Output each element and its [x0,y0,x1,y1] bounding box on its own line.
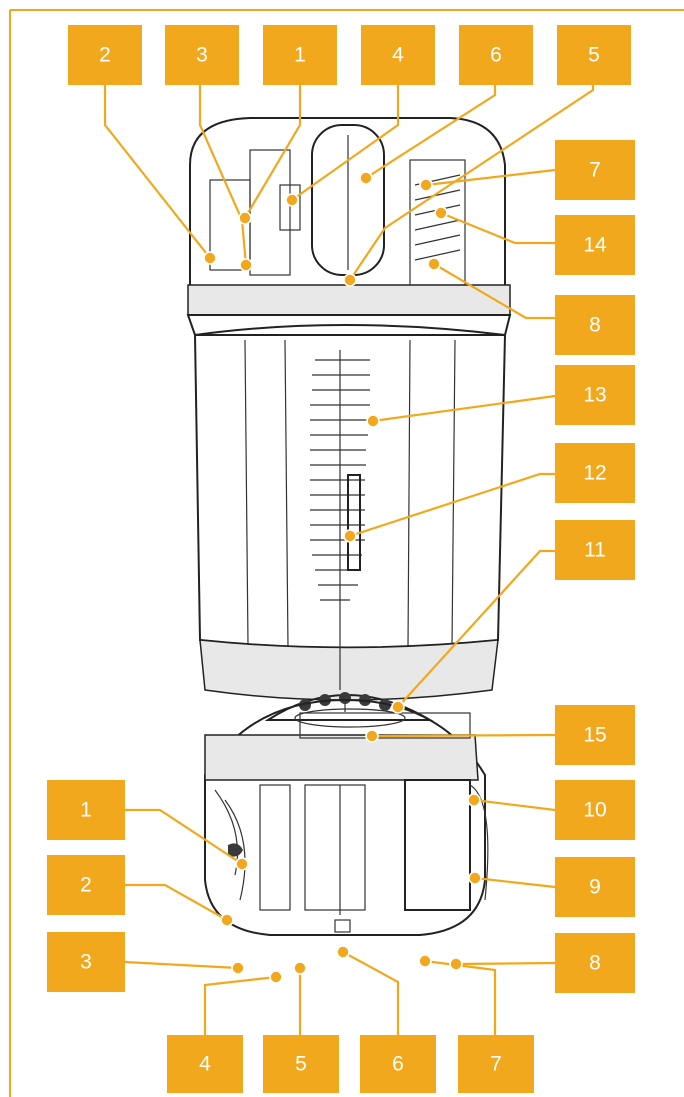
callout-number: 3 [80,951,92,974]
callout-top-2: 2 [68,25,142,85]
callout-top-6: 6 [459,25,533,85]
callout-number: 14 [583,234,607,257]
callout-number: 7 [589,159,601,182]
callout-number: 9 [589,876,601,899]
unit-top-view [204,698,489,936]
callout-bottom-4: 4 [167,1035,243,1093]
callout-bottom-3: 3 [47,932,125,992]
callout-number: 15 [583,724,606,747]
callout-top-11: 11 [555,520,635,580]
callout-number: 8 [589,314,601,337]
callout-number: 13 [583,384,606,407]
callout-bottom-7: 7 [458,1035,534,1093]
unit-front-view [186,117,512,721]
callout-top-1: 1 [263,25,337,85]
callout-bottom-5: 5 [263,1035,339,1093]
callout-bottom-15: 15 [555,705,635,765]
callout-top-8: 8 [555,295,635,355]
callout-number: 6 [490,44,502,67]
callout-bottom-2: 2 [47,855,125,915]
callout-number: 3 [196,44,208,67]
callout-number: 12 [583,462,606,485]
callout-number: 6 [392,1053,404,1076]
callout-number: 2 [99,44,111,67]
callout-number: 5 [588,44,600,67]
callout-bottom-10: 10 [555,780,635,840]
callout-number: 1 [80,799,92,822]
callout-number: 11 [584,539,606,562]
callout-bottom-9: 9 [555,857,635,917]
callout-bottom-6: 6 [360,1035,436,1093]
callout-top-4: 4 [361,25,435,85]
callout-number: 2 [80,874,92,897]
callout-number: 1 [294,44,306,67]
callout-top-14: 14 [555,215,635,275]
leader-dots [203,171,482,984]
callout-top-7: 7 [555,140,635,200]
callout-top-5: 5 [557,25,631,85]
callout-number: 5 [295,1053,307,1076]
callout-number: 7 [490,1053,502,1076]
callout-bottom-8: 8 [555,933,635,993]
callout-top-3: 3 [165,25,239,85]
callout-number: 10 [583,799,606,822]
callout-number: 4 [199,1053,211,1076]
callout-top-12: 12 [555,443,635,503]
callout-number: 8 [589,952,601,975]
callout-bottom-1: 1 [47,780,125,840]
callout-number: 4 [392,44,404,67]
callout-top-13: 13 [555,365,635,425]
